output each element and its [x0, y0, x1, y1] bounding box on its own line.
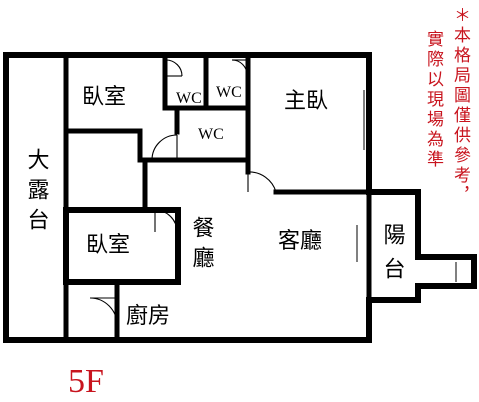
room-bedroom-top: 臥室	[82, 85, 126, 110]
room-dining: 餐廳	[189, 216, 215, 276]
disclaimer-column-2: 實際以現場為準	[423, 30, 444, 170]
room-wc-1: WC	[176, 90, 202, 107]
room-master-bedroom: 主臥	[284, 89, 328, 114]
room-bedroom-middle: 臥室	[86, 233, 130, 258]
room-wc-2: WC	[216, 84, 242, 101]
floor-label: 5F	[68, 363, 104, 400]
middle-bedroom-wall	[63, 207, 181, 285]
door-middle-bedroom	[154, 209, 178, 233]
door-kitchen	[89, 297, 118, 326]
door-wc3	[151, 134, 178, 161]
door-wc1	[165, 59, 183, 77]
door-master	[247, 171, 277, 193]
windows	[356, 90, 457, 282]
room-living: 客廳	[278, 229, 322, 254]
disclaimer-column-1: ＊本格局圖僅供參考，	[450, 6, 471, 206]
room-big-terrace-vertical: 大露台	[24, 148, 50, 238]
room-kitchen: 廚房	[126, 304, 170, 329]
room-balcony: 陽台	[380, 223, 405, 291]
room-wc-3: WC	[198, 126, 224, 143]
door-wc2	[231, 59, 248, 76]
